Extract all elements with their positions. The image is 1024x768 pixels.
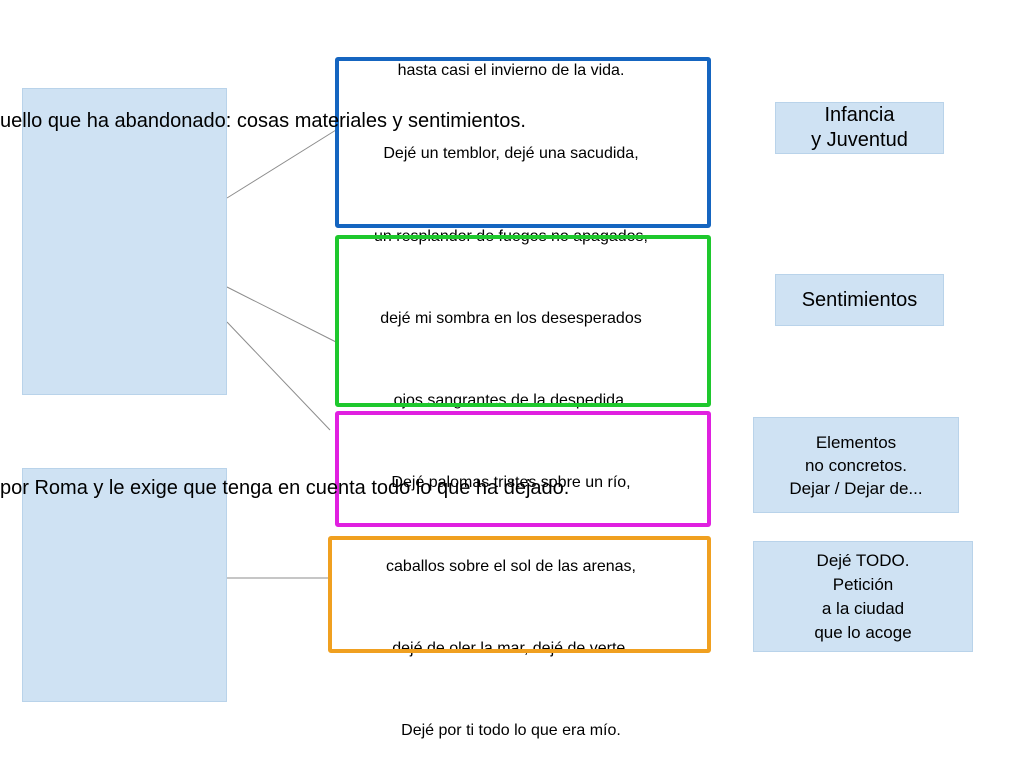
frame-orange [328,536,711,653]
verse-line-1: hasta casi el invierno de la vida. [397,62,625,79]
overlay-text-two: por Roma y le exige que tenga en cuenta … [0,477,570,499]
frame-magenta [335,411,711,527]
frame-blue [335,57,711,228]
left-box-bottom [22,468,227,702]
connector-line [226,321,331,431]
connector-line [226,286,337,343]
left-box-top [22,88,227,395]
label-elementos: Elementos no concretos. Dejar / Dejar de… [753,417,959,513]
verse-line-6: Dejé palomas tristes sobre un río, [391,474,631,491]
verse-line-4: dejé mi sombra en los desesperados [380,310,642,327]
verse-line-2: Dejé un temblor, dejé una sacudida, [383,145,639,162]
verse-line-9: Dejé por ti todo lo que era mío. [401,722,621,739]
connector-line [226,129,337,199]
label-deje-todo: Dejé TODO. Petición a la ciudad que lo a… [753,541,973,652]
label-sentimientos: Sentimientos [775,274,944,326]
label-infancia-juventud: Infancia y Juventud [775,102,944,154]
verse-line-7: caballos sobre el sol de las arenas, [386,558,636,575]
frame-green [335,235,711,407]
overlay-text-one: uello que ha abandonado: cosas materiale… [0,110,526,132]
